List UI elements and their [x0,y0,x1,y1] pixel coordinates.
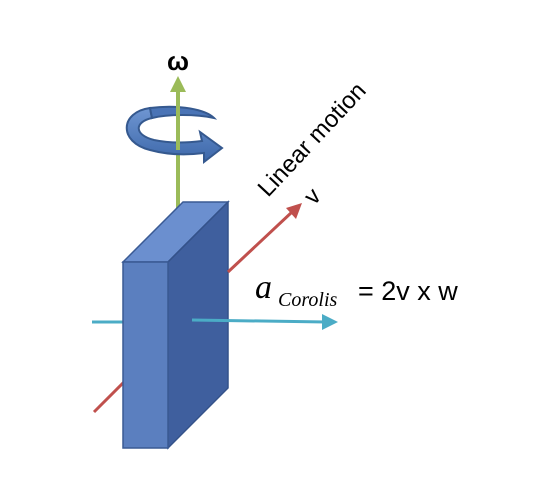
coriolis-a: a [255,269,272,306]
coriolis-arrow-shaft [191,318,327,324]
block [121,200,230,450]
omega-arrowhead [170,76,186,92]
coriolis-formula: a Corolis = 2v x w [255,269,458,311]
rotation-arrow-icon [125,105,224,165]
velocity-label: v [299,183,327,210]
velocity-arrowhead [286,203,302,219]
coriolis-subscript: Corolis [278,289,337,311]
block-front-face [122,261,169,449]
coriolis-arrowhead [322,314,338,330]
linear-motion-label: Linear motion [253,77,372,202]
velocity-arrow-shaft [226,210,294,274]
omega-label: ω [167,46,189,76]
coriolis-rhs: = 2v x w [358,276,458,306]
